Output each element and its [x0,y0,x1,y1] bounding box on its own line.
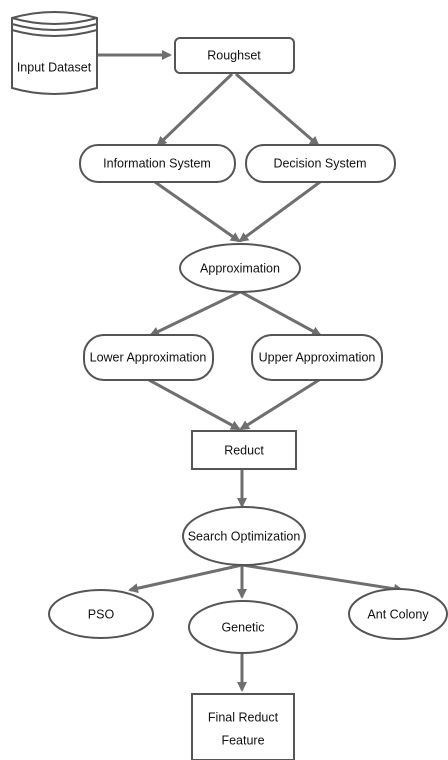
node-approximation: Approximation [179,243,301,293]
edge-information-to-approximation [154,180,241,243]
approximation-label: Approximation [200,261,280,275]
edge-approximation-to-upper [240,290,322,337]
edge-roughset-to-decision [235,72,320,147]
search-optimization-label: Search Optimization [188,529,301,543]
decision-system-label: Decision System [273,156,366,170]
node-pso: PSO [48,589,154,639]
edge-decision-to-approximation [238,180,321,243]
edge-roughset-to-information [156,72,234,147]
node-genetic: Genetic [188,600,298,654]
node-reduct: Reduct [191,430,297,470]
edge-lower-to-reduct [148,378,241,431]
edge-search-to-antcolony [241,563,404,594]
reduct-label: Reduct [224,443,264,457]
node-roughset: Roughset [174,37,295,74]
node-final-reduct-feature: Final Reduct Feature [191,693,295,760]
edges [97,50,404,692]
genetic-label: Genetic [221,620,264,634]
node-decision-system: Decision System [245,144,396,183]
upper-approximation-label: Upper Approximation [259,350,376,364]
input-dataset-label: Input Dataset [17,60,92,74]
edge-upper-to-reduct [239,378,320,431]
final-reduct-label-line2: Feature [221,733,264,747]
pso-label: PSO [88,607,115,621]
ant-colony-label: Ant Colony [367,607,429,621]
information-system-label: Information System [103,156,211,170]
node-information-system: Information System [79,144,236,183]
final-reduct-label-line1: Final Reduct [208,710,279,724]
node-input-dataset: Input Dataset [11,11,98,95]
node-upper-approximation: Upper Approximation [251,334,383,381]
lower-approximation-label: Lower Approximation [90,350,207,364]
edge-search-to-pso [128,563,243,594]
database-icon [11,11,98,95]
roughset-label: Roughset [207,48,261,62]
node-lower-approximation: Lower Approximation [83,334,214,381]
edge-approximation-to-lower [149,290,241,337]
node-ant-colony: Ant Colony [348,588,448,640]
node-search-optimization: Search Optimization [182,506,306,566]
